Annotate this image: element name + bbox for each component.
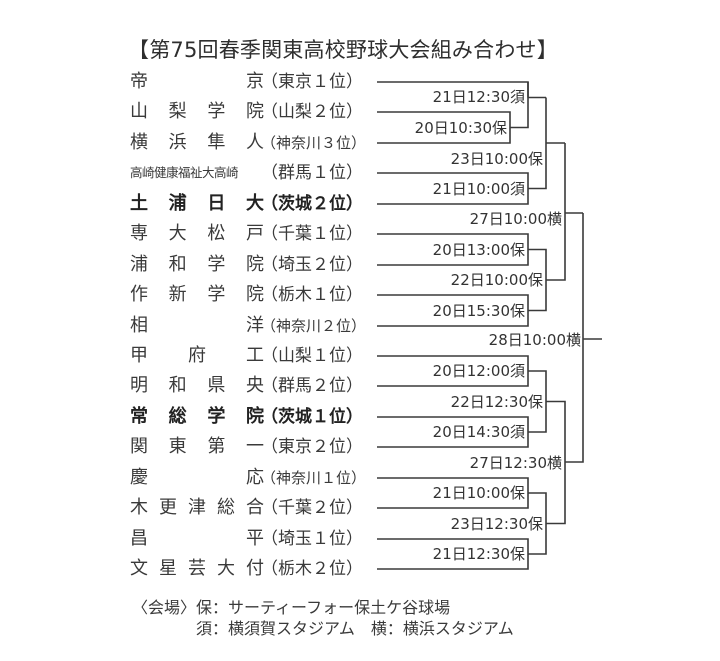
prefecture-rank: （栃木１位） bbox=[261, 285, 363, 306]
legend-line-2: 須：横須賀スタジアム 横：横浜スタジアム bbox=[196, 619, 514, 638]
prefecture-rank: （埼玉２位） bbox=[261, 254, 363, 275]
team-row: 常総学院（茨城１位） bbox=[130, 403, 380, 431]
match-label-m12: 20日14:30須 bbox=[432, 423, 525, 441]
team-row: 文星芸大付（栃木２位） bbox=[130, 555, 380, 583]
match-label-m2: 20日10:30保 bbox=[414, 119, 507, 137]
prefecture-rank: （茨城２位） bbox=[261, 193, 363, 214]
bracket-m5 bbox=[546, 143, 566, 281]
match-label-m8: 20日15:30保 bbox=[432, 302, 525, 320]
prefecture-rank: （神奈川１位） bbox=[261, 468, 367, 487]
team-row: 甲 府 工（山梨１位） bbox=[130, 342, 380, 370]
school-name: 高崎健康福祉大高崎 bbox=[130, 165, 239, 181]
school-name: 常総学院 bbox=[130, 405, 264, 427]
team-row: 山梨学院（山梨２位） bbox=[130, 98, 380, 126]
match-label-m4: 21日10:00須 bbox=[432, 180, 525, 198]
match-label-m16: 21日12:30保 bbox=[432, 545, 525, 563]
page-title: 【第75回春季関東高校野球大会組み合わせ】 bbox=[128, 38, 558, 62]
team-row: 作新学院（栃木１位） bbox=[130, 281, 380, 309]
team-row: 帝 京（東京１位） bbox=[130, 68, 380, 96]
school-name: 相 洋 bbox=[130, 314, 264, 336]
prefecture-rank: （千葉１位） bbox=[261, 224, 363, 245]
school-name: 昌 平 bbox=[130, 527, 264, 549]
team-row: 木更津総合（千葉２位） bbox=[130, 494, 380, 522]
school-name: 専大松戸 bbox=[130, 223, 264, 245]
match-label-m5: 27日10:00横 bbox=[469, 210, 562, 228]
team-row: 浦和学院（埼玉２位） bbox=[130, 251, 380, 279]
team-row: 専大松戸（千葉１位） bbox=[130, 220, 380, 248]
bracket-m9 bbox=[565, 213, 584, 463]
school-name: 山梨学院 bbox=[130, 101, 264, 123]
team-row: 関東第一（東京２位） bbox=[130, 433, 380, 461]
match-label-m3: 23日10:00保 bbox=[450, 150, 543, 168]
team-row: 横浜隼人（神奈川３位） bbox=[130, 129, 380, 157]
bracket-m3 bbox=[528, 97, 547, 190]
school-name: 木更津総合 bbox=[130, 497, 264, 519]
prefecture-rank: （山梨２位） bbox=[261, 102, 363, 123]
prefecture-rank: （山梨１位） bbox=[261, 345, 363, 366]
school-name: 慶 応 bbox=[130, 466, 264, 488]
school-name: 帝 京 bbox=[130, 71, 264, 92]
school-name: 甲 府 工 bbox=[130, 344, 264, 366]
team-row: 相 洋（神奈川２位） bbox=[130, 312, 380, 340]
prefecture-rank: （群馬１位） bbox=[261, 163, 363, 184]
match-label-m11: 22日12:30保 bbox=[450, 393, 543, 411]
legend-heading: 〈会場〉 bbox=[132, 598, 197, 617]
team-row: 慶 応（神奈川１位） bbox=[130, 464, 380, 492]
school-name: 横浜隼人 bbox=[130, 131, 264, 153]
prefecture-rank: （神奈川２位） bbox=[261, 316, 367, 335]
school-name: 文星芸大付 bbox=[130, 558, 264, 580]
prefecture-rank: （東京１位） bbox=[261, 72, 363, 92]
match-label-m1: 21日12:30須 bbox=[432, 88, 525, 106]
legend-line-1: 保：サーティーフォー保土ケ谷球場 bbox=[196, 598, 451, 617]
school-name: 土浦日大 bbox=[130, 192, 264, 214]
match-label-m7: 22日10:00保 bbox=[450, 271, 543, 289]
prefecture-rank: （神奈川３位） bbox=[261, 133, 367, 152]
team-row: 高崎健康福祉大高崎 （群馬１位） bbox=[130, 159, 380, 187]
match-label-m15: 23日12:30保 bbox=[450, 515, 543, 533]
match-label-m14: 21日10:00保 bbox=[432, 484, 525, 502]
match-label-m13: 27日12:30横 bbox=[469, 454, 562, 472]
prefecture-rank: （群馬２位） bbox=[261, 376, 363, 397]
match-label-m10: 20日12:00須 bbox=[432, 362, 525, 380]
school-name: 浦和学院 bbox=[130, 253, 264, 275]
school-name: 明和県央 bbox=[130, 375, 264, 397]
team-row: 明和県央（群馬２位） bbox=[130, 372, 380, 400]
team-row: 昌 平（埼玉１位） bbox=[130, 525, 380, 553]
team-row: 土浦日大（茨城２位） bbox=[130, 190, 380, 218]
prefecture-rank: （栃木２位） bbox=[261, 559, 363, 580]
match-label-m9: 28日10:00横 bbox=[488, 331, 581, 349]
prefecture-rank: （埼玉１位） bbox=[261, 528, 363, 549]
school-name: 作新学院 bbox=[130, 284, 264, 306]
school-name: 関東第一 bbox=[130, 436, 264, 458]
prefecture-rank: （茨城１位） bbox=[261, 406, 363, 427]
venue-legend: 〈会場〉保：サーティーフォー保土ケ谷球場 bbox=[132, 594, 450, 618]
prefecture-rank: （東京２位） bbox=[261, 437, 363, 458]
prefecture-rank: （千葉２位） bbox=[261, 498, 363, 519]
match-label-m6: 20日13:00保 bbox=[432, 241, 525, 259]
